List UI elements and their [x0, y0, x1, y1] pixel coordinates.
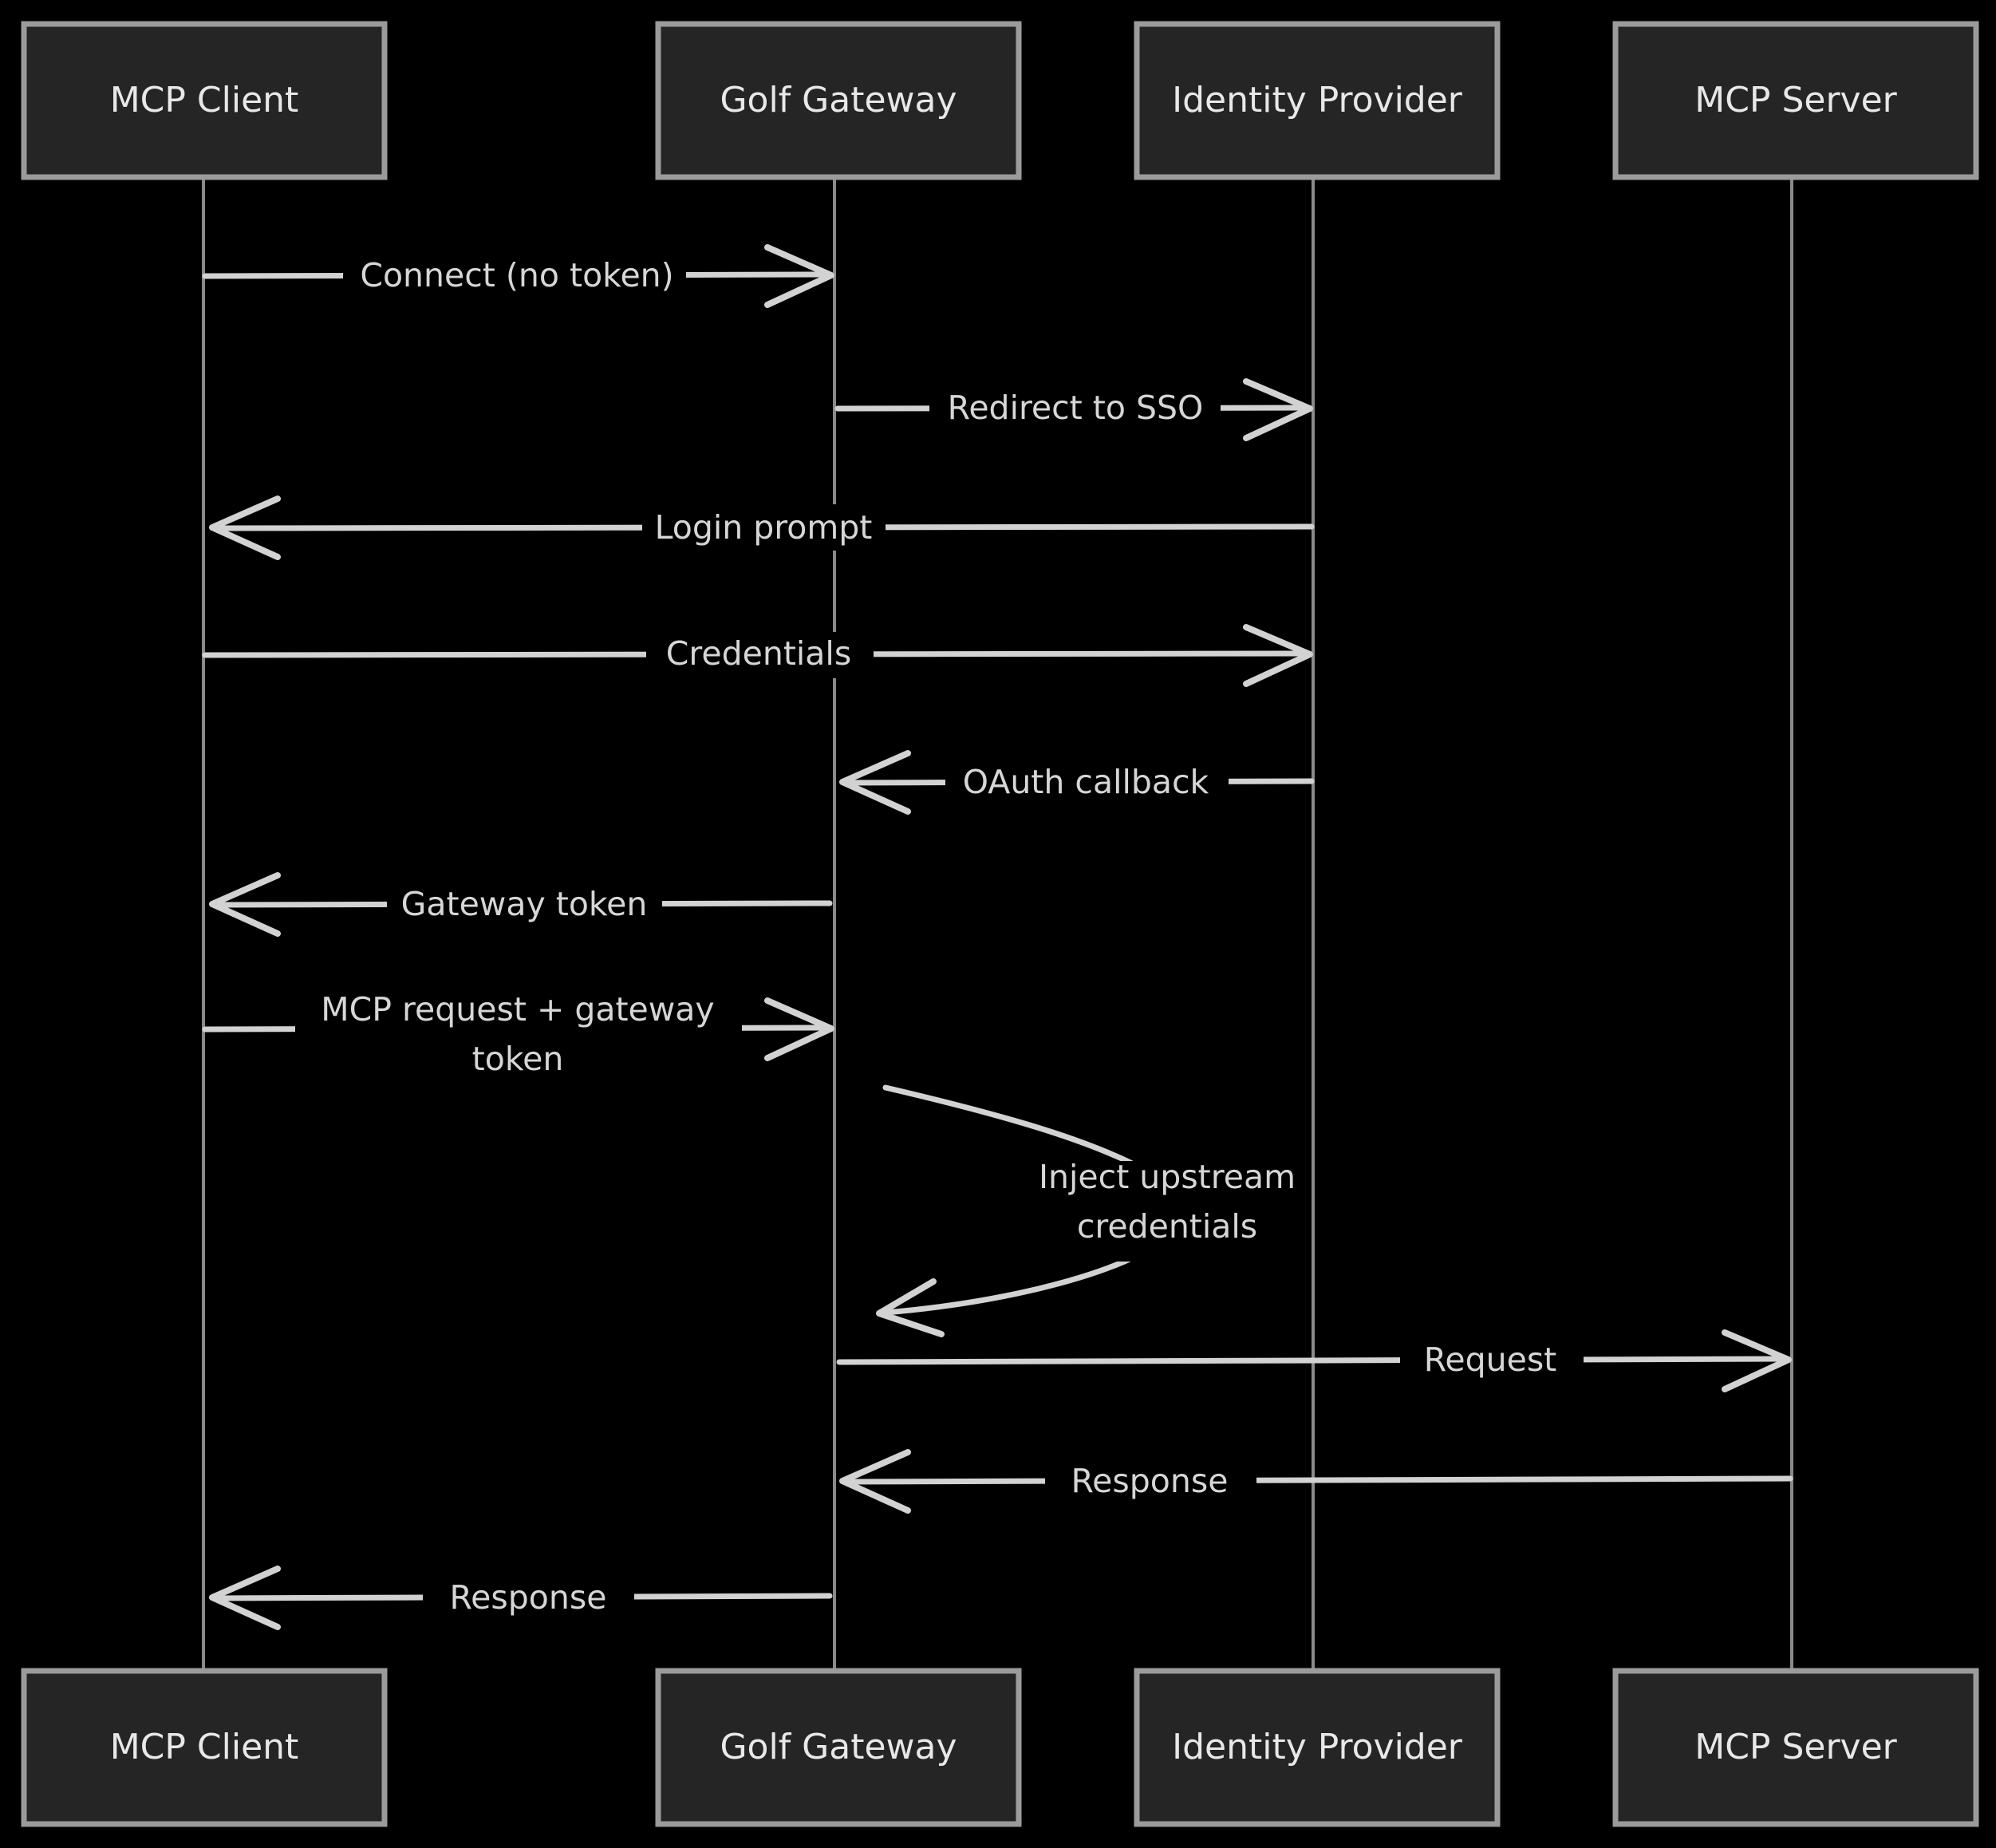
actor-box-rect [21, 21, 388, 180]
actor-box-rect [21, 1668, 388, 1827]
label-backing [646, 632, 874, 678]
label-backing [1017, 1161, 1300, 1262]
message-inject-upstream-credentials[interactable]: Inject upstream credentials [876, 1084, 1300, 1337]
arrowhead-left-icon [209, 1566, 281, 1630]
actor-label-mcp-server-bottom: MCP Server [1694, 1727, 1897, 1767]
actor-label-identity-provider-top: Identity Provider [1172, 80, 1463, 120]
arrowhead-left-icon [839, 1449, 911, 1514]
arrowhead-left-icon [209, 496, 281, 560]
actor-box-mcp-server-bottom[interactable]: MCP Server [1612, 1668, 1979, 1827]
actor-box-rect [655, 1668, 1022, 1827]
message-response-gateway-client[interactable]: Response [209, 1566, 833, 1630]
self-loop-label-line2: credentials [1077, 1207, 1257, 1246]
arrowhead-left-icon [839, 750, 911, 815]
arrowhead-right-icon [1722, 1329, 1792, 1392]
message-oauth-callback[interactable]: OAuth callback [839, 750, 1315, 815]
message-label: Credentials [666, 634, 851, 673]
actor-box-rect [1612, 1668, 1979, 1827]
message-request[interactable]: Request [836, 1329, 1792, 1392]
actor-label-mcp-client-top: MCP Client [110, 80, 299, 120]
actor-box-golf-gateway-bottom[interactable]: Golf Gateway [655, 1668, 1022, 1827]
arrowhead-right-icon [1243, 378, 1313, 441]
label-backing [642, 504, 886, 551]
message-label-line1: MCP request + gateway [321, 990, 714, 1029]
message-label: Login prompt [655, 508, 873, 547]
message-label: Request [1424, 1341, 1557, 1379]
message-label: Connect (no token) [360, 256, 673, 294]
message-credentials[interactable]: Credentials [202, 624, 1313, 687]
actor-box-rect [655, 21, 1022, 180]
message-label: Redirect to SSO [948, 389, 1204, 427]
label-backing [423, 1575, 634, 1621]
message-label: Response [1071, 1462, 1229, 1500]
message-login-prompt[interactable]: Login prompt [209, 496, 1315, 560]
arrowhead-right-icon [764, 997, 834, 1061]
actor-boxes-top: MCP Client Golf Gateway Identity Provide… [21, 21, 1979, 180]
label-backing [1400, 1337, 1584, 1384]
actor-boxes-bottom: MCP Client Golf Gateway Identity Provide… [21, 1668, 1979, 1827]
actor-box-rect [1134, 21, 1501, 180]
label-backing [945, 760, 1229, 806]
message-label: Gateway token [401, 885, 648, 923]
actor-label-golf-gateway-bottom: Golf Gateway [720, 1727, 957, 1767]
label-backing [387, 882, 662, 928]
actor-box-identity-provider-bottom[interactable]: Identity Provider [1134, 1668, 1501, 1827]
actor-label-mcp-client-bottom: MCP Client [110, 1727, 299, 1767]
label-backing [1045, 1459, 1256, 1505]
arrowhead-left-icon [209, 872, 281, 937]
message-gateway-token[interactable]: Gateway token [209, 872, 833, 937]
message-connect-no-token[interactable]: Connect (no token) [202, 244, 834, 308]
message-line [841, 1475, 1793, 1485]
label-backing [929, 386, 1221, 432]
actor-label-identity-provider-bottom: Identity Provider [1172, 1727, 1463, 1767]
actor-box-golf-gateway-top[interactable]: Golf Gateway [655, 21, 1022, 180]
message-line [836, 1356, 1790, 1365]
actor-box-identity-provider-top[interactable]: Identity Provider [1134, 21, 1501, 180]
message-redirect-to-sso[interactable]: Redirect to SSO [834, 378, 1313, 441]
actor-box-rect [1612, 21, 1979, 180]
message-response-server-gateway[interactable]: Response [839, 1449, 1793, 1514]
actor-label-golf-gateway-top: Golf Gateway [720, 80, 957, 120]
arrowhead-right-icon [764, 244, 834, 308]
message-mcp-request-gateway-token[interactable]: MCP request + gateway token [202, 988, 834, 1085]
message-label: Response [450, 1578, 607, 1617]
arrowhead-right-icon [1243, 624, 1313, 687]
self-loop-label-line1: Inject upstream [1039, 1158, 1296, 1196]
message-label-line2: token [472, 1040, 564, 1078]
lifelines-group [202, 179, 1793, 1669]
actor-box-mcp-client-bottom[interactable]: MCP Client [21, 1668, 388, 1827]
message-label: OAuth callback [963, 763, 1209, 801]
label-backing [343, 254, 686, 300]
arrowhead-left-icon [876, 1278, 945, 1337]
actor-box-rect [1134, 1668, 1501, 1827]
label-backing [295, 988, 742, 1085]
actor-box-mcp-server-top[interactable]: MCP Server [1612, 21, 1979, 180]
actor-label-mcp-server-top: MCP Server [1694, 80, 1897, 120]
actor-box-mcp-client-top[interactable]: MCP Client [21, 21, 388, 180]
